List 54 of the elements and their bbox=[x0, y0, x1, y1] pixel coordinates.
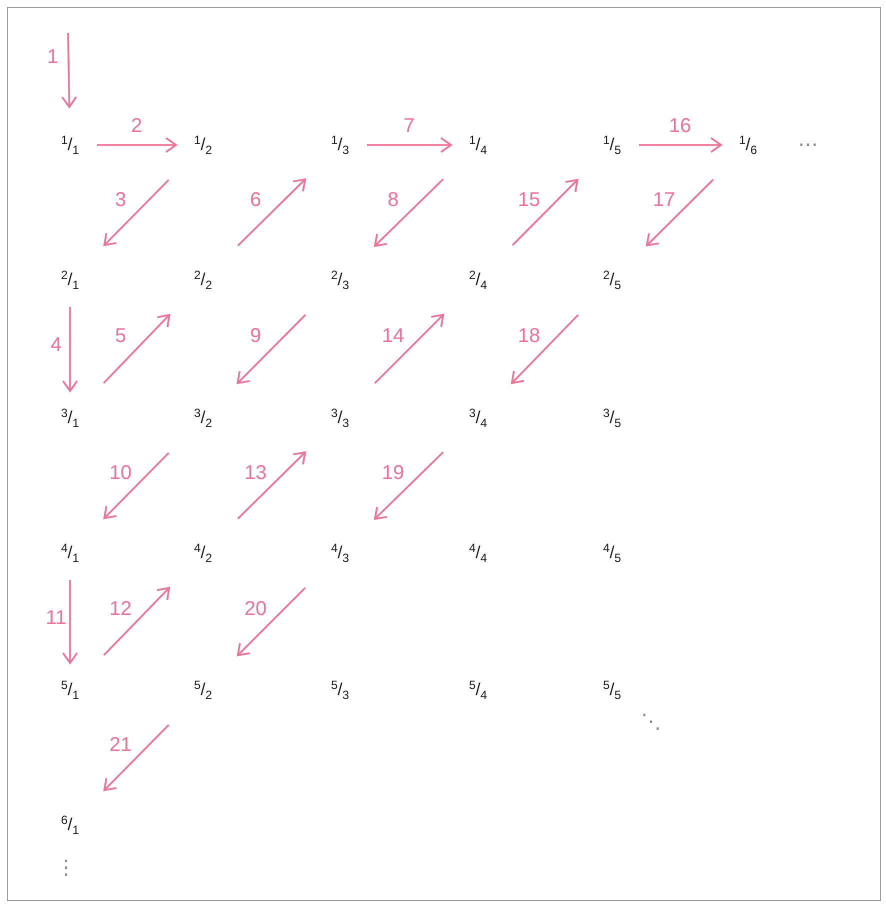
fraction: $^{5}$/$_{5}$ bbox=[585, 663, 639, 717]
arrow bbox=[646, 178, 714, 246]
fraction: $^{2}$/$_{2}$ bbox=[176, 253, 230, 307]
arrow bbox=[103, 587, 170, 656]
arrow bbox=[103, 724, 170, 792]
step-number: 20 bbox=[242, 598, 269, 618]
fraction: $^{4}$/$_{3}$ bbox=[313, 526, 367, 580]
ellipsis: ⋮ bbox=[56, 858, 76, 878]
fraction: $^{4}$/$_{4}$ bbox=[451, 526, 505, 580]
fraction: $^{1}$/$_{4}$ bbox=[451, 118, 505, 172]
step-number: 3 bbox=[112, 190, 128, 210]
arrow bbox=[374, 451, 444, 520]
arrow bbox=[639, 137, 722, 153]
arrow bbox=[97, 137, 177, 153]
arrow bbox=[374, 178, 444, 247]
fraction: $^{1}$/$_{6}$ bbox=[721, 118, 775, 172]
arrow bbox=[237, 451, 306, 520]
fraction: $^{3}$/$_{2}$ bbox=[176, 391, 230, 445]
step-number: 8 bbox=[385, 190, 401, 210]
arrow bbox=[62, 307, 78, 392]
arrow bbox=[510, 314, 579, 384]
fraction: $^{5}$/$_{3}$ bbox=[313, 663, 367, 717]
ellipsis: ⋱ bbox=[641, 712, 661, 732]
arrow bbox=[103, 314, 170, 384]
fraction: $^{1}$/$_{5}$ bbox=[585, 118, 639, 172]
arrow bbox=[512, 178, 578, 246]
arrow bbox=[367, 137, 452, 153]
fraction: $^{1}$/$_{2}$ bbox=[176, 118, 230, 172]
arrow bbox=[61, 32, 78, 108]
fraction: $^{5}$/$_{2}$ bbox=[176, 663, 230, 717]
fraction: $^{2}$/$_{1}$ bbox=[43, 253, 97, 307]
fraction: $^{4}$/$_{1}$ bbox=[43, 526, 97, 580]
fraction: $^{4}$/$_{2}$ bbox=[176, 526, 230, 580]
fraction: $^{3}$/$_{4}$ bbox=[451, 391, 505, 445]
fraction: $^{1}$/$_{1}$ bbox=[43, 118, 97, 172]
arrow bbox=[374, 314, 444, 384]
arrow bbox=[62, 580, 78, 664]
arrow bbox=[236, 587, 306, 656]
arrow bbox=[237, 178, 306, 246]
fraction: $^{2}$/$_{4}$ bbox=[451, 253, 505, 307]
fraction: $^{2}$/$_{3}$ bbox=[313, 253, 367, 307]
fraction: $^{3}$/$_{3}$ bbox=[313, 391, 367, 445]
fraction: $^{6}$/$_{1}$ bbox=[43, 798, 97, 852]
fraction: $^{3}$/$_{1}$ bbox=[43, 391, 97, 445]
fraction: $^{3}$/$_{5}$ bbox=[585, 391, 639, 445]
fraction: $^{1}$/$_{3}$ bbox=[313, 118, 367, 172]
fraction: $^{5}$/$_{4}$ bbox=[451, 663, 505, 717]
ellipsis: ⋯ bbox=[798, 135, 818, 155]
fraction: $^{5}$/$_{1}$ bbox=[43, 663, 97, 717]
arrow bbox=[103, 452, 170, 520]
arrow bbox=[236, 314, 306, 384]
fraction: $^{4}$/$_{5}$ bbox=[585, 526, 639, 580]
arrow bbox=[103, 179, 170, 246]
fraction: $^{2}$/$_{5}$ bbox=[585, 253, 639, 307]
